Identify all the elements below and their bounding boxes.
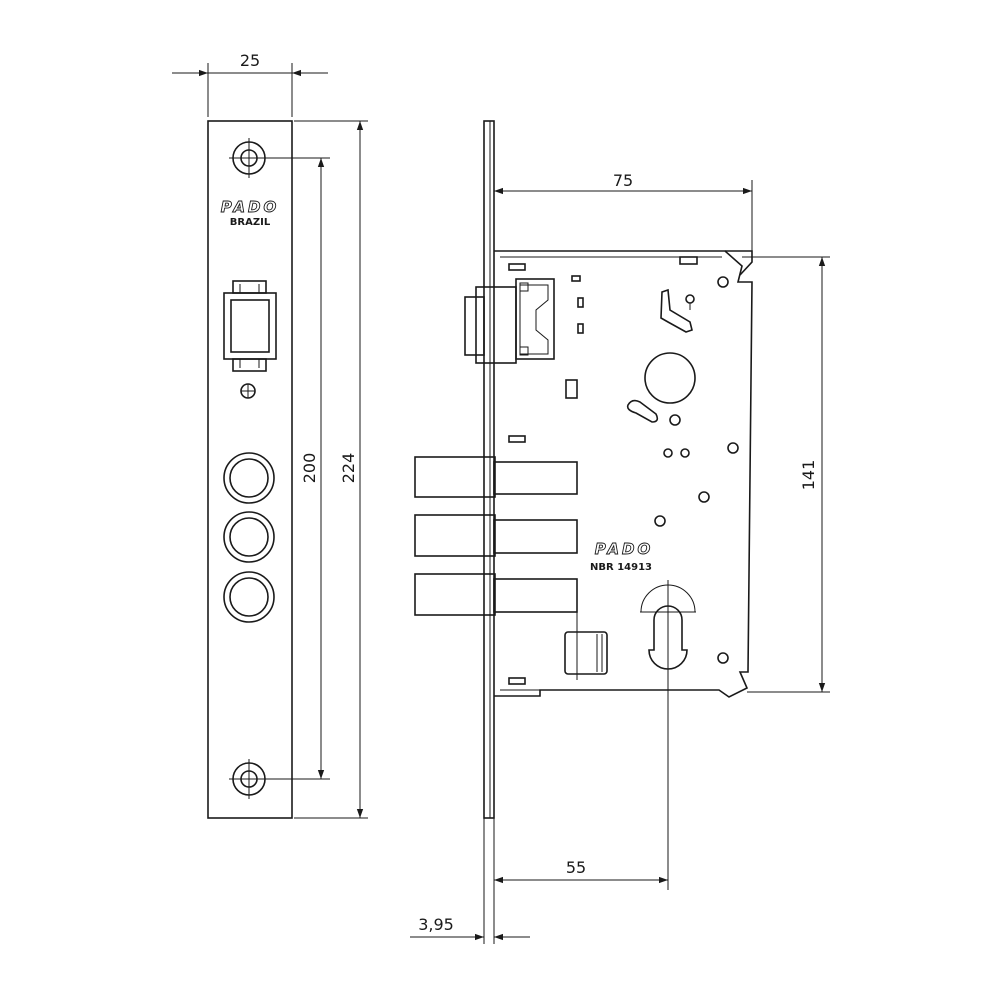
deadbolt-hole-3 — [223, 571, 275, 623]
deadbolt-3 — [414, 573, 578, 680]
latch-opening — [223, 280, 277, 372]
top-screw-hole-icon — [229, 138, 269, 178]
dimension-body-height: 141 — [742, 256, 830, 693]
case-brand-logo: PADO — [595, 540, 653, 558]
lever-block — [564, 631, 608, 675]
dimension-label-55: 55 — [566, 858, 586, 877]
dimension-screw-spacing: 200 — [266, 157, 330, 780]
dimension-backset: 75 — [493, 171, 753, 251]
latch-bolt — [464, 278, 555, 364]
case-standard-label: NBR 14913 — [590, 562, 652, 573]
deadbolt-hole-2 — [223, 511, 275, 563]
bottom-screw-hole-icon — [229, 759, 269, 799]
dimension-label-3-95: 3,95 — [418, 915, 454, 934]
deadbolt-2 — [414, 514, 578, 557]
faceplate-origin-label: BRAZIL — [230, 217, 271, 228]
deadbolt-1 — [414, 456, 578, 498]
dimension-label-75: 75 — [613, 171, 633, 190]
dimension-faceplate-length: 224 — [294, 120, 368, 819]
lock-side-view: PADO NBR 14913 — [414, 120, 753, 819]
dimension-faceplate-width: 25 — [172, 51, 328, 117]
deadbolt-hole-1 — [223, 452, 275, 504]
dimension-label-200: 200 — [300, 453, 319, 484]
dimension-label-25: 25 — [240, 51, 260, 70]
dimension-cylinder-center: 55 — [493, 676, 669, 890]
small-screw-icon — [240, 383, 256, 399]
dimension-label-224: 224 — [339, 453, 358, 484]
dimension-faceplate-thickness: 3,95 — [410, 818, 530, 944]
dimension-label-141: 141 — [799, 460, 818, 491]
faceplate-brand-logo: PADO — [221, 198, 279, 216]
faceplate-front-view: PADO BRAZIL — [207, 120, 293, 819]
cylinder-hole — [640, 580, 696, 676]
